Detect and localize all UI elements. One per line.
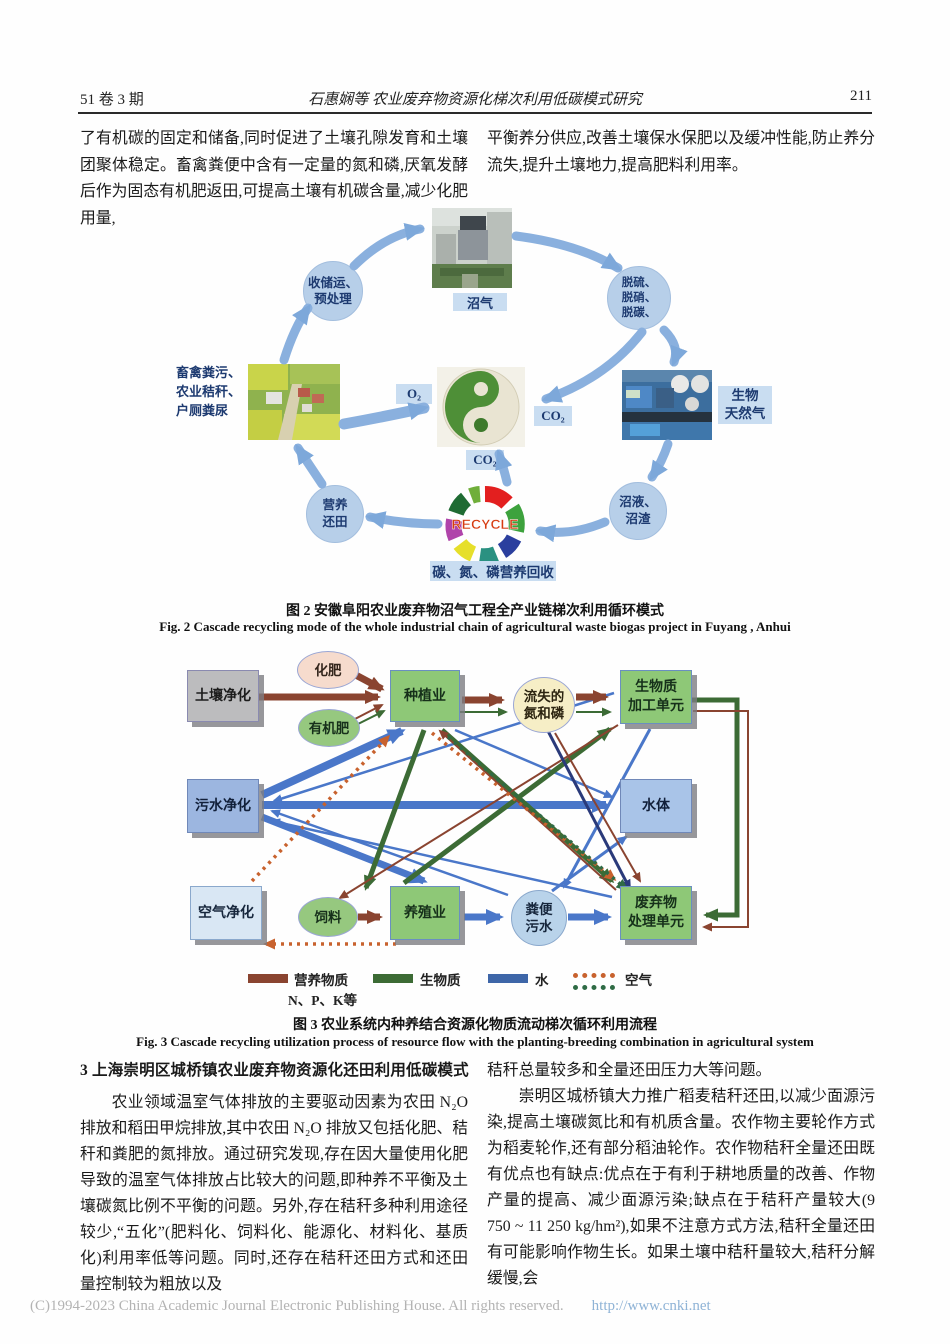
algae-yinyang-photo — [437, 367, 525, 447]
bio-natural-gas-equipment-photo — [622, 370, 712, 440]
co2-bottom-label: CO₂ — [466, 450, 504, 470]
arrow-biomass-to-waste-loop-green — [692, 697, 740, 922]
arrow-biogas-to-desulfur — [511, 231, 623, 273]
arrow-planting-to-waste-dotted-orange — [430, 731, 617, 881]
lost-np-node: 流失的 氮和磷 — [513, 677, 575, 733]
arrow-lost-to-waste-brown — [554, 732, 641, 883]
arrow-manure-to-water — [551, 835, 628, 893]
figure3-caption-zh: 图 3 农业系统内种养结合资源化物质流动梯次循环利用流程 — [293, 1018, 657, 1033]
arrow-equipment-to-slurry — [647, 439, 673, 482]
organic-fertilizer-node: 有机肥 — [298, 709, 360, 747]
footer-copyright: (C)1994-2023 China Academic Journal Elec… — [30, 1298, 564, 1314]
legend-nutrient-sublabel: N、P、K等 — [288, 993, 357, 1008]
slurry-residue-node: 沼液、 沼渣 — [609, 482, 667, 540]
figure2-biogas-cycle-diagram: 沼气 收储运、 预处理 脱硫、 脱硝、 脱碳、 畜禽粪污、 农业秸秆、 户厕粪尿 — [0, 200, 950, 598]
sewage-purification-node: 污水净化 — [187, 779, 259, 833]
soil-purification-node: 土壤净化 — [187, 670, 259, 722]
arrow-planting-to-feed — [363, 729, 427, 891]
legend-nutrient-label: 营养物质 — [294, 973, 348, 988]
arrow-recycle-to-nutrient — [365, 511, 443, 529]
figure2-caption-en: Fig. 2 Cascade recycling mode of the who… — [159, 619, 791, 634]
figure3-flow-arrows-layer — [250, 669, 749, 950]
legend-water-bar — [488, 974, 528, 983]
arrow-waste-to-planting — [438, 729, 617, 891]
legend-air-bar-green — [573, 985, 615, 995]
page-number: 211 — [850, 88, 872, 104]
arrow-recycle-to-algae — [494, 449, 513, 487]
legend-nutrient-bar — [248, 974, 288, 983]
intro-left-column: 了有机碳的固定和储备,同时促进了土壤孔隙发育和土壤团聚体稳定。畜禽粪便中含有一定… — [80, 130, 468, 227]
legend-water-label: 水 — [535, 973, 549, 988]
co2-right-label: CO₂ — [534, 406, 572, 426]
running-title: 石惠娴等 农业废弃物资源化梯次利用低碳模式研究 — [308, 92, 642, 108]
section3-heading: 3 上海崇明区城桥镇农业废弃物资源化还田利用低碳模式 — [80, 1062, 469, 1079]
manure-sewage-node: 粪便 污水 — [511, 890, 567, 946]
chemical-fertilizer-node: 化肥 — [297, 651, 359, 689]
legend-biomass-bar — [373, 974, 413, 983]
arrow-nutrient-to-source — [293, 443, 327, 489]
recycle-text: RECYCLE — [452, 516, 519, 532]
legend-air-bar-orange — [573, 973, 615, 983]
header-rule — [78, 112, 872, 114]
desulfur-node: 脱硫、 脱硝、 脱碳、 — [607, 266, 671, 330]
legend-air-label: 空气 — [625, 973, 652, 988]
biomass-processing-node: 生物质 加工单元 — [620, 670, 692, 724]
nutrient-return-node: 营养 还田 — [306, 485, 364, 543]
section3-paragraph2-continuation: 秸秆总量较多和全量还田压力大等问题。 — [487, 1062, 772, 1079]
collection-pretreatment-node: 收储运、 预处理 — [303, 261, 363, 321]
section3-left-column: 3 上海崇明区城桥镇农业废弃物资源化还田利用低碳模式 农业领域温室气体排放的主要… — [80, 1058, 469, 1298]
arrow-desulfur-to-algae — [541, 327, 647, 404]
arrow-source-to-algae-o2 — [338, 402, 430, 430]
waste-source-label: 畜禽粪污、 农业秸秆、 户厕粪尿 — [176, 365, 242, 418]
footer-url[interactable]: http://www.cnki.net — [591, 1298, 711, 1314]
o2-label: O₂ — [396, 384, 432, 404]
arrow-collection-to-biogas — [349, 223, 425, 271]
recycle-wheel: RECYCLE — [440, 480, 530, 570]
arrow-waste-to-sewage — [270, 818, 613, 899]
arrow-manure-to-sewage — [270, 809, 509, 897]
breeding-node: 养殖业 — [390, 886, 460, 940]
legend-biomass-label: 生物质 — [420, 973, 461, 988]
arrow-slurry-to-recycle — [535, 517, 610, 543]
feed-node: 饲料 — [298, 897, 358, 937]
section3-right-column: 秸秆总量较多和全量还田压力大等问题。 崇明区城桥镇大力推广稻麦秸秆还田,以减少面… — [487, 1058, 875, 1292]
farm-village-photo — [248, 364, 340, 440]
biogas-plant-photo — [432, 208, 512, 288]
bio-natural-gas-label: 生物 天然气 — [718, 386, 772, 424]
planting-node: 种植业 — [390, 670, 460, 722]
arrow-biomass-to-feed — [338, 724, 619, 900]
arrow-biomass-to-manure — [562, 728, 652, 889]
cnp-recovery-label: 碳、氮、磷营养回收 — [430, 561, 556, 581]
section3-paragraph1: 农业领域温室气体排放的主要驱动因素为农田 N₂O 排放和稻田甲烷排放,其中农田 … — [80, 1094, 468, 1293]
arrow-biomass-to-waste-loop-brown — [693, 710, 749, 932]
arrow-sewage-to-breeding — [260, 813, 428, 885]
water-body-node: 水体 — [620, 779, 692, 833]
intro-right-column: 平衡养分供应,改善土壤保水保肥以及缓冲性能,防止养分流失,提升土壤地力,提高肥料… — [487, 130, 875, 174]
arrow-breeding-to-biomass — [402, 726, 613, 886]
figure3-resource-flow-diagram: 土壤净化 化肥 有机肥 种植业 流失的 氮和磷 生物质 加工单元 污水净化 水体… — [0, 645, 950, 1010]
arrow-organic-to-planting — [352, 704, 384, 721]
arrow-lost-to-waste-navy — [546, 730, 632, 891]
arrow-desulfur-to-equipment — [659, 325, 688, 367]
figure2-caption-zh: 图 2 安徽阜阳农业废弃物沼气工程全产业链梯次利用循环模式 — [286, 604, 664, 619]
section3-paragraph2: 崇明区城桥镇大力推广稻麦秸秆还田,以减少面源污染,提高土壤碳氮比和有机质含量。农… — [487, 1088, 875, 1287]
air-purification-node: 空气净化 — [190, 886, 262, 940]
arrow-air-to-planting-dotted — [250, 734, 391, 883]
cnki-footer: (C)1994-2023 China Academic Journal Elec… — [30, 1298, 930, 1315]
arrow-source-to-collection — [279, 303, 313, 365]
figure3-caption-en: Fig. 3 Cascade recycling utilization pro… — [136, 1034, 814, 1049]
figure2-flow-arrows-layer — [279, 223, 688, 543]
journal-issue: 51 卷 3 期 — [80, 92, 144, 108]
waste-treatment-node: 废弃物 处理单元 — [620, 886, 692, 940]
biogas-label: 沼气 — [453, 293, 507, 311]
